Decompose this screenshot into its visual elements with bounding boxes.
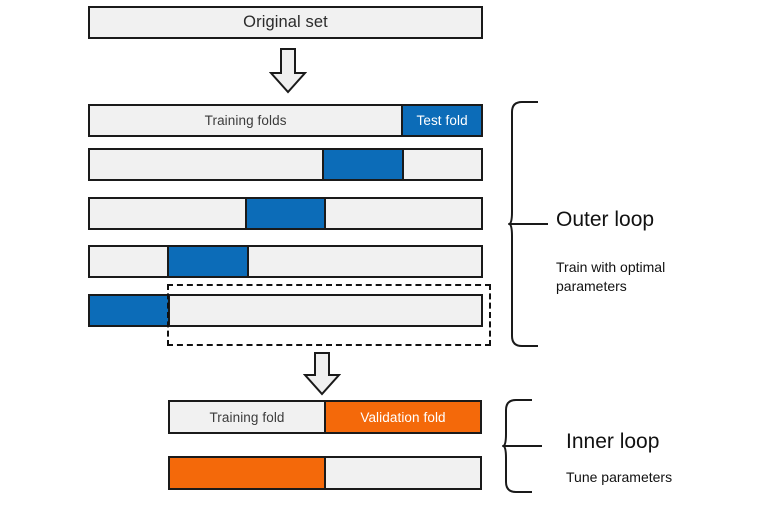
original-set-label: Original set xyxy=(90,8,481,37)
fold-row-3-segment-2 xyxy=(244,199,325,228)
down-arrow-icon xyxy=(268,48,308,99)
fold-row-2-segment-3 xyxy=(401,150,481,179)
fold-row-1-segment-1: Training folds xyxy=(90,106,402,135)
fold-row-4-segment-1 xyxy=(90,247,168,276)
inner-row-1-segment-1: Training fold xyxy=(170,402,324,432)
fold-row-3-segment-3 xyxy=(324,199,481,228)
inner-row-1-segment-2: Validation fold xyxy=(324,402,480,432)
inner-row-2-segment-1 xyxy=(170,458,324,488)
fold-row-2 xyxy=(88,148,483,181)
fold-row-5 xyxy=(88,294,483,327)
inner-row-2 xyxy=(168,456,482,490)
outer-loop-subtitle: Train with optimal parameters xyxy=(556,259,666,294)
inner-loop-subtitle: Tune parameters xyxy=(566,469,673,485)
curly-brace-icon xyxy=(508,100,552,353)
outer-loop-title: Outer loop xyxy=(556,208,655,231)
fold-row-2-segment-2 xyxy=(322,150,402,179)
inner-loop-title: Inner loop xyxy=(566,430,660,453)
fold-row-3-segment-1 xyxy=(90,199,245,228)
fold-row-4 xyxy=(88,245,483,278)
down-arrow-icon xyxy=(302,352,342,401)
fold-row-5-segment-2 xyxy=(167,296,481,325)
fold-row-1-segment-2: Test fold xyxy=(401,106,481,135)
fold-row-4-segment-2 xyxy=(167,247,247,276)
curly-brace-icon xyxy=(502,398,546,499)
original-set-bar: Original set xyxy=(88,6,483,39)
fold-row-5-segment-1 xyxy=(90,296,168,325)
fold-row-2-segment-1 xyxy=(90,150,323,179)
fold-row-4-segment-3 xyxy=(246,247,481,276)
fold-row-3 xyxy=(88,197,483,230)
inner-row-2-segment-2 xyxy=(324,458,480,488)
